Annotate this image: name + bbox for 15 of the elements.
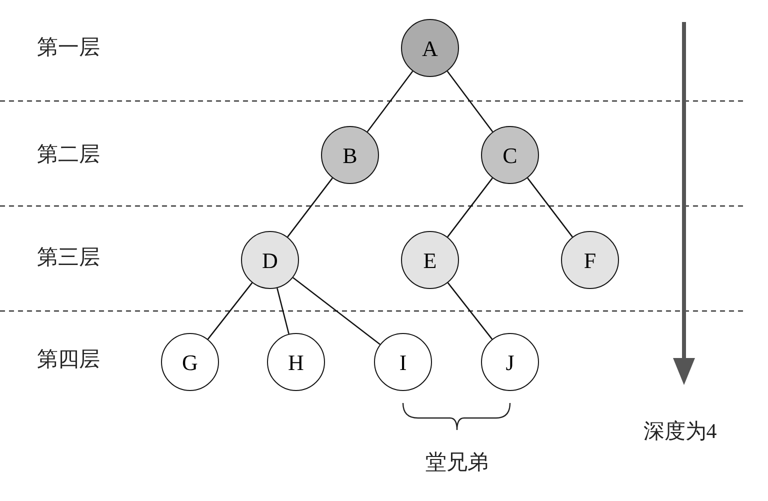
level-label: 第三层 xyxy=(37,247,100,268)
connector-line xyxy=(366,70,414,132)
depth-label: 深度为4 xyxy=(643,421,717,442)
connector-line xyxy=(276,288,290,334)
connector-line xyxy=(446,70,494,132)
connector-line xyxy=(447,178,493,238)
connector-line xyxy=(287,178,333,238)
connector-line xyxy=(527,178,573,238)
level-label: 第二层 xyxy=(37,144,100,165)
sibling-label: 堂兄弟 xyxy=(426,452,488,473)
connector-line xyxy=(447,282,493,340)
level-label: 第四层 xyxy=(37,349,100,370)
level-label: 第一层 xyxy=(37,37,100,58)
connector-line xyxy=(292,277,380,345)
connector-line xyxy=(207,282,253,340)
